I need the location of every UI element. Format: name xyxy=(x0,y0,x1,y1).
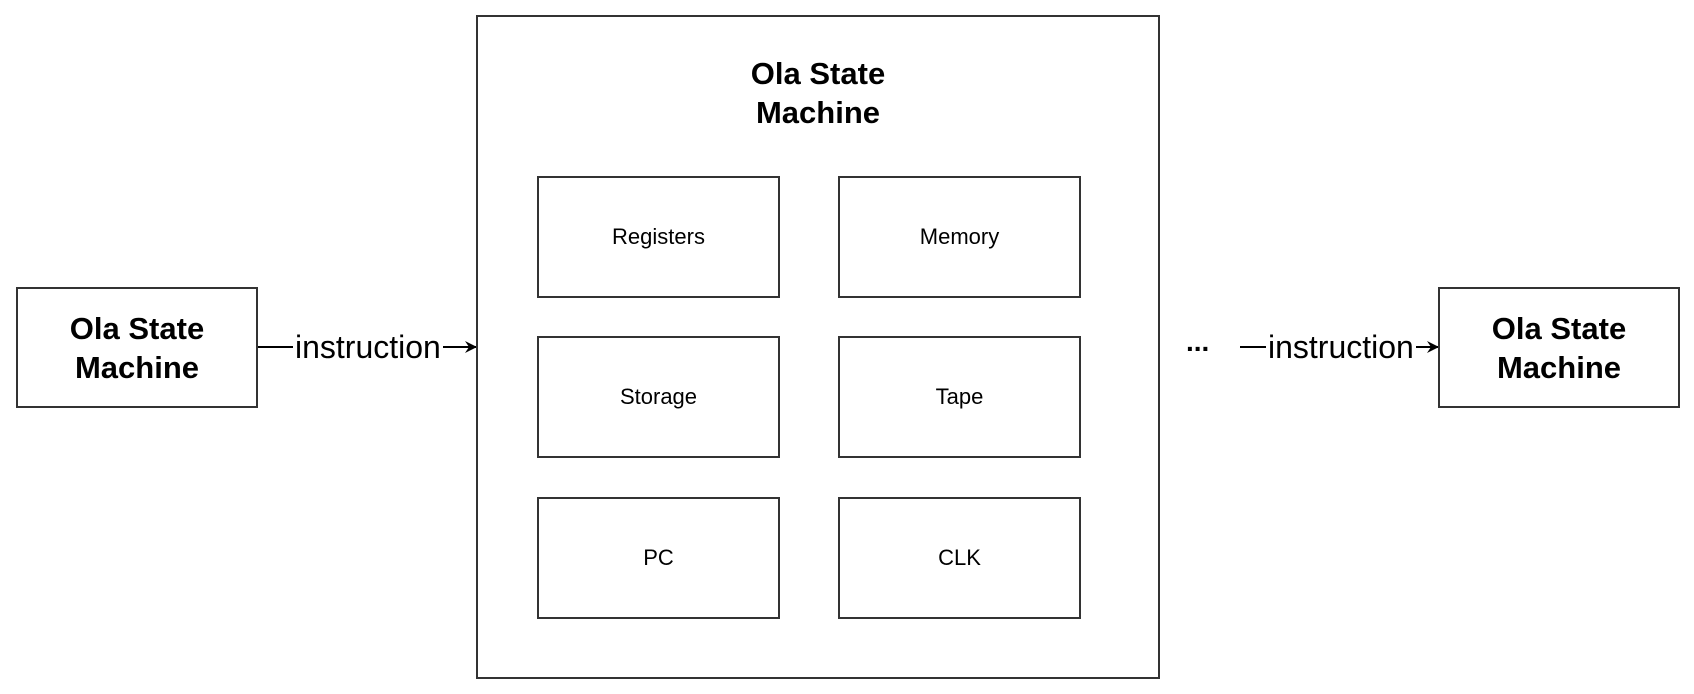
pc-label: PC xyxy=(643,545,674,570)
center-title-line-1: Ola State xyxy=(750,56,886,91)
registers-box: Registers xyxy=(537,176,780,298)
tape-label: Tape xyxy=(935,384,984,409)
registers-label: Registers xyxy=(612,224,705,249)
edge-label-right: instruction xyxy=(1266,329,1416,365)
edge-label-left: instruction xyxy=(293,329,443,365)
storage-box: Storage xyxy=(537,336,780,458)
left-state-machine-box: Ola State Machine xyxy=(16,287,258,408)
memory-box: Memory xyxy=(838,176,1081,298)
storage-label: Storage xyxy=(619,384,698,409)
pc-box: PC xyxy=(537,497,780,619)
left-state-machine-label: Ola State Machine xyxy=(69,310,205,385)
center-state-machine-title: Ola State Machine xyxy=(476,54,1160,132)
clk-box: CLK xyxy=(838,497,1081,619)
right-state-machine-label: Ola State Machine xyxy=(1491,310,1627,385)
right-state-machine-box: Ola State Machine xyxy=(1438,287,1680,408)
ellipsis-text: ... xyxy=(1186,326,1210,357)
clk-label: CLK xyxy=(938,545,981,570)
tape-box: Tape xyxy=(838,336,1081,458)
center-title-line-2: Machine xyxy=(755,95,881,130)
memory-label: Memory xyxy=(919,224,1000,249)
